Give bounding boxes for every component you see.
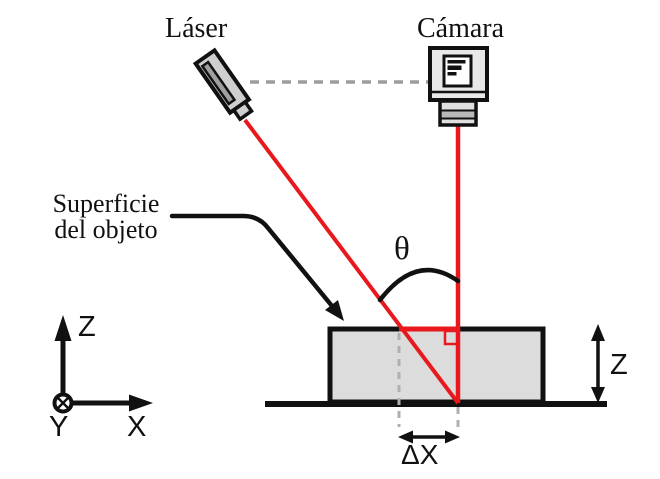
z-height-arrow	[591, 324, 605, 403]
y-axis-into-page-icon	[52, 392, 74, 414]
z-axis-arrowhead	[54, 315, 72, 341]
theta-arc	[377, 267, 461, 303]
laser-beam-line	[243, 118, 460, 405]
height-z-label: Z	[610, 349, 628, 381]
surface-leader-arrow	[169, 213, 344, 321]
surface-label-line1: Superficie	[52, 189, 160, 218]
surface-label-line2: del objeto	[54, 215, 158, 244]
right-angle-marker	[443, 329, 460, 346]
camera-icon	[428, 46, 489, 127]
axis-z-label: Z	[78, 311, 96, 343]
laser-label: Láser	[165, 13, 228, 44]
theta-label: θ	[394, 231, 410, 267]
surface-label: Superficie del objeto	[40, 191, 172, 243]
coordinate-axes	[52, 315, 153, 414]
object-rect	[327, 326, 546, 405]
camera-label: Cámara	[417, 13, 505, 44]
delta-x-arrow	[398, 430, 460, 444]
laser-pointer-icon	[192, 47, 254, 122]
x-axis-arrowhead	[129, 394, 153, 412]
axis-y-label: Y	[49, 411, 69, 443]
axis-x-label: X	[127, 411, 147, 443]
delta-x-label: ΔX	[401, 439, 439, 470]
